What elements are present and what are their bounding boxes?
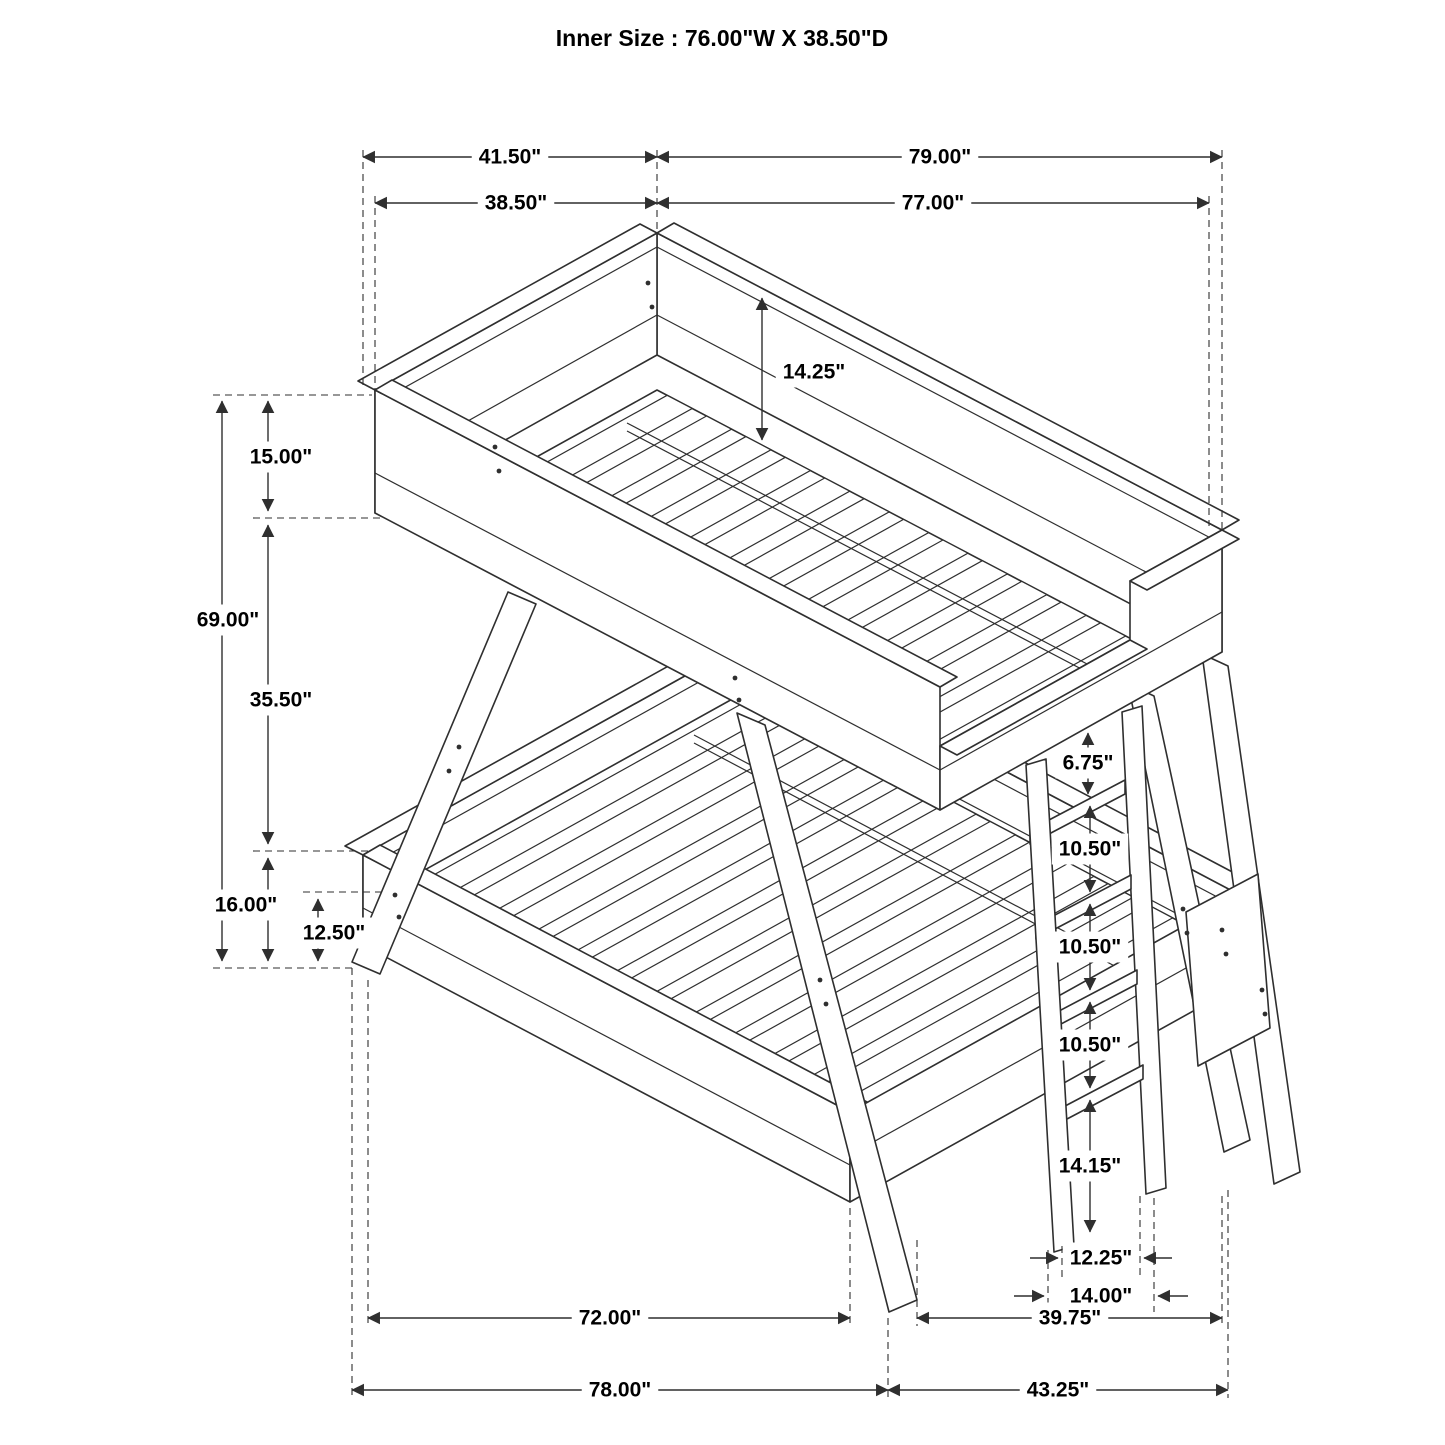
dim-upper-rail-height: 15.00" [213,394,380,519]
dim-label: 10.50" [1059,936,1122,959]
dim-label: 15.00" [250,446,313,469]
leg-front-left [351,591,537,975]
dim-label: 10.50" [1059,838,1122,861]
dim-label: 78.00" [589,1379,652,1402]
dim-upper-outer-width: 79.00" [656,141,1223,532]
dim-label: 79.00" [909,146,972,169]
dim-upper-inner-width: 77.00" [656,187,1210,526]
dim-ladder-top-spacing: 6.75" [1055,732,1121,795]
dim-rail-above-slats: 14.25" [755,297,853,441]
screw-dots [392,280,1268,1017]
dim-right-side-total: 43.25" [887,1190,1229,1406]
dim-lower-right-depth: 39.75" [916,1196,1223,1334]
dim-overall-height: 69.00" [189,400,356,969]
dim-label: 77.00" [902,192,965,215]
dim-label: 14.25" [783,361,846,384]
dim-lower-outer-width: 78.00" [351,968,889,1406]
dim-upper-outer-depth: 41.50" [362,141,658,385]
dim-label: 10.50" [1059,1034,1122,1057]
dim-label: 14.15" [1059,1155,1122,1178]
dim-label: 12.25" [1070,1247,1133,1270]
ladder-right-rail [1121,705,1167,1195]
dim-label: 35.50" [250,689,313,712]
dim-label: 14.00" [1070,1285,1133,1308]
dim-lower-bunk-height: 16.00" [207,857,285,962]
dim-label: 39.75" [1039,1307,1102,1330]
upper-bunk [357,222,1240,811]
dim-ladder-bottom-spacing: 14.15" [1051,1099,1129,1233]
dim-lower-inner-width: 72.00" [367,980,851,1334]
dim-label: 69.00" [197,609,260,632]
dim-label: 38.50" [485,192,548,215]
page-title: Inner Size : 76.00"W X 38.50"D [556,25,888,51]
dim-label: 16.00" [215,894,278,917]
dim-label: 12.50" [303,922,366,945]
dim-ladder-spacing-1: 10.50" [1051,805,1129,893]
right-brace-board [1185,873,1271,1067]
dim-label: 6.75" [1063,752,1114,775]
dim-ladder-spacing-3: 10.50" [1051,1001,1129,1089]
dim-ladder-inner-width: 12.25" [1030,1196,1172,1280]
dim-label: 41.50" [479,146,542,169]
dim-upper-inner-depth: 38.50" [374,187,658,392]
dim-lower-slat-height: 12.50" [295,891,382,962]
dim-label: 43.25" [1027,1379,1090,1402]
dim-between-bunks: 35.50" [242,524,368,852]
dim-ladder-spacing-2: 10.50" [1051,903,1129,991]
dim-label: 72.00" [579,1307,642,1330]
